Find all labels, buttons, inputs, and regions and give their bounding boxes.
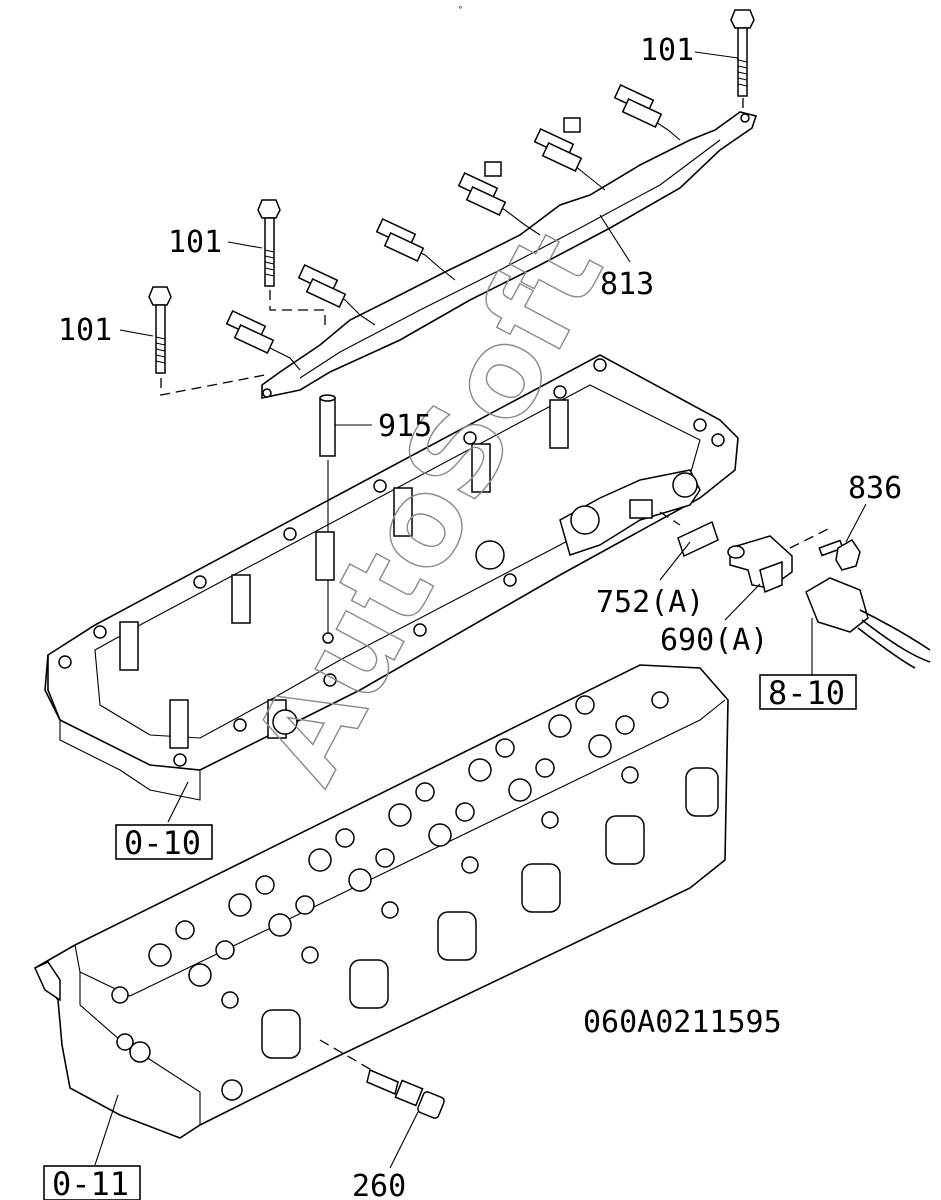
bolt-101-middle	[257, 199, 281, 287]
reference-0-10: 0-10	[115, 824, 213, 862]
harness-connector-1	[225, 310, 275, 354]
carrier-bolt-holes	[58, 358, 725, 767]
callout-101-top: 101	[640, 33, 694, 68]
callout-752a: 752(A)	[596, 585, 704, 620]
screw-836	[818, 539, 861, 571]
callout-836: 836	[848, 471, 902, 506]
reference-8-10-label: 8-10	[768, 674, 845, 712]
callout-101-middle: 101	[168, 225, 222, 260]
reference-0-10-label: 0-10	[124, 824, 201, 862]
sensor-690a	[727, 535, 793, 594]
wiring-harness-813	[225, 84, 758, 399]
head-valve-seats	[111, 691, 669, 1009]
reference-8-10: 8-10	[759, 674, 857, 712]
watermark-text: AutoSoft	[228, 212, 631, 804]
harness-connector-5	[533, 117, 583, 172]
harness-connector-3	[375, 218, 425, 262]
temp-sensor-260	[366, 1068, 445, 1119]
sensor-boss	[272, 469, 701, 735]
rocker-cover-carrier	[44, 354, 739, 801]
callout-915: 915	[378, 409, 432, 444]
drawing-code: 060A0211595	[583, 1005, 782, 1040]
reference-0-11: 0-11	[43, 1165, 141, 1200]
gasket-752a	[677, 520, 719, 558]
harness-connector-6	[613, 84, 663, 128]
bolt-101-top	[730, 9, 755, 97]
head-ports	[116, 767, 719, 1101]
callout-101-left: 101	[58, 313, 112, 348]
reference-0-11-label: 0-11	[52, 1165, 129, 1200]
spacer-915	[319, 394, 336, 457]
callout-690a: 690(A)	[660, 623, 768, 658]
header-mark: °	[458, 5, 463, 14]
callout-813: 813	[600, 267, 654, 302]
bolt-101-left	[148, 286, 172, 374]
harness-connector-2	[297, 264, 347, 308]
callout-260: 260	[352, 1169, 406, 1200]
harness-connector-4	[457, 161, 507, 216]
cylinder-head	[33, 664, 729, 1139]
harness-plug	[805, 577, 931, 669]
